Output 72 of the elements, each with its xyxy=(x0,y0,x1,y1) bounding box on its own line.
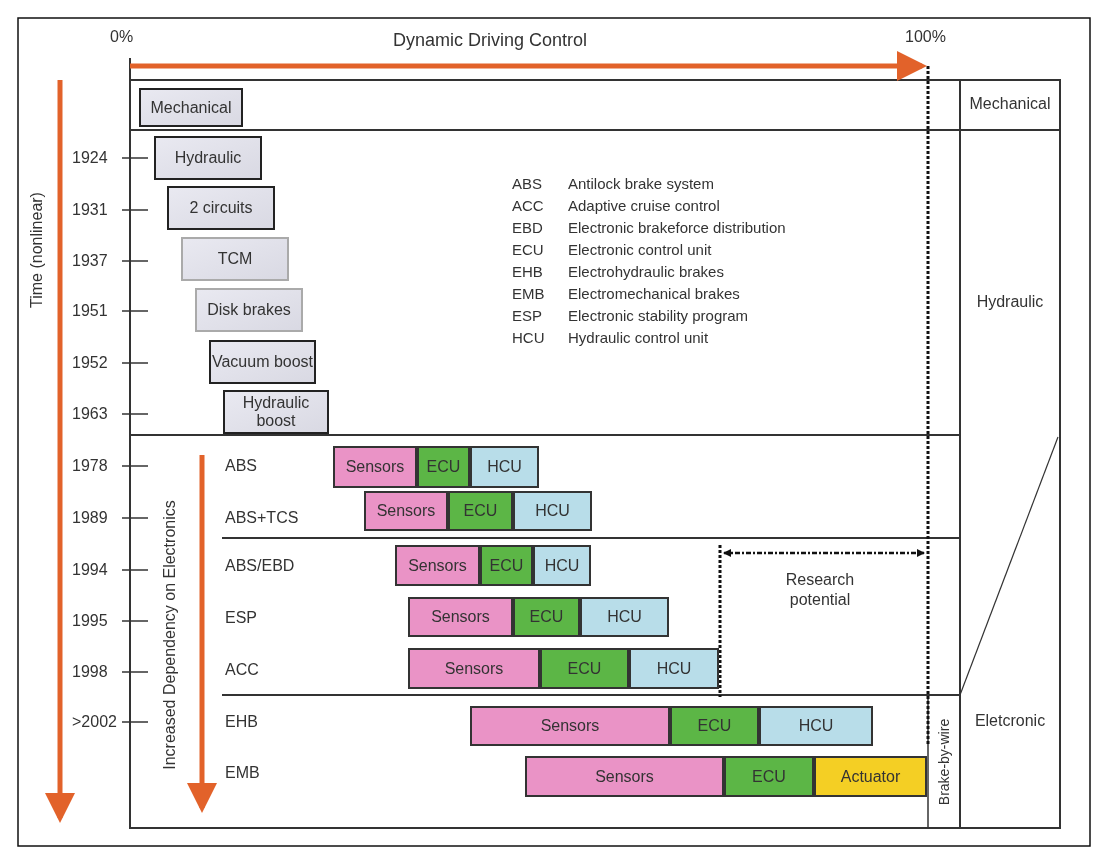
abbreviation-definition: Electrohydraulic brakes xyxy=(568,262,725,282)
system-label: ABS/EBD xyxy=(225,556,296,576)
component-block: Sensors xyxy=(333,446,417,488)
year-label: 1924 xyxy=(72,148,109,168)
abbreviation: ECU xyxy=(512,240,545,260)
abbreviation-definition: Electromechanical brakes xyxy=(568,284,741,304)
year-label: 1978 xyxy=(72,456,109,476)
component-block: ECU xyxy=(670,706,759,746)
abbreviation: ACC xyxy=(512,196,545,216)
component-block: Sensors xyxy=(525,756,724,797)
era-box: Hydraulic boost xyxy=(223,390,329,434)
year-label: 1963 xyxy=(72,404,109,424)
abbreviation: EMB xyxy=(512,284,546,304)
year-label: 1931 xyxy=(72,200,109,220)
component-block: HCU xyxy=(533,545,591,586)
component-block: ECU xyxy=(724,756,814,797)
abbreviation-definition: Electronic stability program xyxy=(568,306,750,326)
section-label: Eletcronic xyxy=(974,711,1046,731)
axis-title: Increased Dependency on Electronics xyxy=(162,500,178,770)
axis-title: Dynamic Driving Control xyxy=(391,28,589,52)
section-label: Mechanical xyxy=(969,94,1051,114)
era-box: 2 circuits xyxy=(167,186,275,230)
component-block: ECU xyxy=(513,597,580,637)
year-label: 1995 xyxy=(72,611,109,631)
annotation-text: Research potential xyxy=(784,570,856,610)
component-block: HCU xyxy=(580,597,669,637)
axis-label: 100% xyxy=(905,27,947,47)
year-label: >2002 xyxy=(72,712,118,732)
component-block: ECU xyxy=(540,648,629,689)
component-block: Sensors xyxy=(364,491,448,531)
abbreviation-definition: Antilock brake system xyxy=(568,174,715,194)
system-label: ACC xyxy=(225,660,260,680)
component-block: ECU xyxy=(480,545,533,586)
abbreviation: ABS xyxy=(512,174,543,194)
abbreviation: ESP xyxy=(512,306,543,326)
year-label: 1952 xyxy=(72,353,109,373)
component-block: HCU xyxy=(629,648,719,689)
system-label: ESP xyxy=(225,608,258,628)
system-label: EMB xyxy=(225,763,261,783)
component-block: Actuator xyxy=(814,756,927,797)
year-label: 1951 xyxy=(72,301,109,321)
year-label: 1998 xyxy=(72,662,109,682)
era-box: Hydraulic xyxy=(154,136,262,180)
era-box: Disk brakes xyxy=(195,288,303,332)
system-label: EHB xyxy=(225,712,259,732)
abbreviation: HCU xyxy=(512,328,546,348)
system-label: ABS xyxy=(225,456,258,476)
era-box: Vacuum boost xyxy=(209,340,316,384)
year-label: 1989 xyxy=(72,508,109,528)
abbreviation: EBD xyxy=(512,218,544,238)
era-box: TCM xyxy=(181,237,289,281)
component-block: Sensors xyxy=(408,648,540,689)
abbreviation-definition: Electronic brakeforce distribution xyxy=(568,218,787,238)
component-block: Sensors xyxy=(408,597,513,637)
year-label: 1937 xyxy=(72,251,109,271)
abbreviation-definition: Hydraulic control unit xyxy=(568,328,710,348)
section-label: Hydraulic xyxy=(976,292,1044,312)
year-label: 1994 xyxy=(72,560,109,580)
abbreviation: EHB xyxy=(512,262,544,282)
component-block: HCU xyxy=(470,446,539,488)
abbreviation-definition: Electronic control unit xyxy=(568,240,713,260)
axis-title: Time (nonlinear) xyxy=(29,192,45,308)
axis-label: 0% xyxy=(110,27,135,47)
abbreviation-definition: Adaptive cruise control xyxy=(568,196,721,216)
component-block: HCU xyxy=(513,491,592,531)
component-block: ECU xyxy=(448,491,513,531)
component-block: HCU xyxy=(759,706,873,746)
era-box: Mechanical xyxy=(139,88,243,127)
component-block: Sensors xyxy=(395,545,480,586)
system-label: ABS+TCS xyxy=(225,508,300,528)
component-block: Sensors xyxy=(470,706,670,746)
component-block: ECU xyxy=(417,446,470,488)
